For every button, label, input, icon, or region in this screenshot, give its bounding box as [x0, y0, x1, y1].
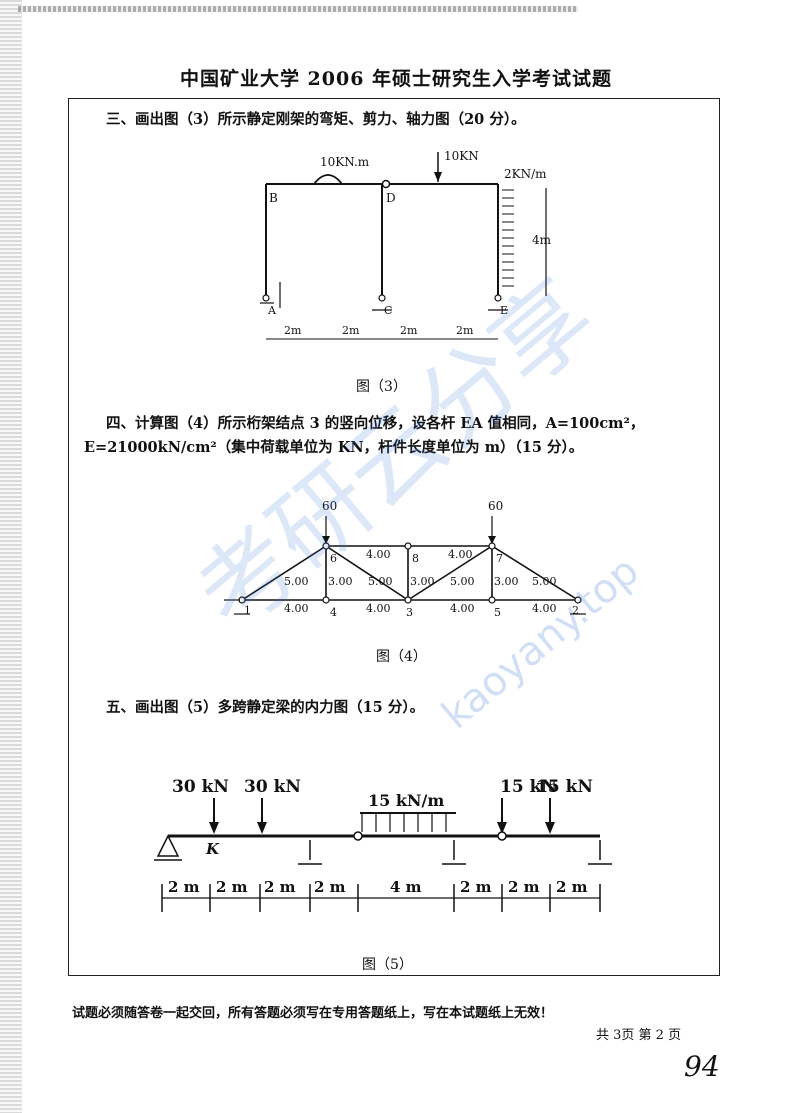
truss-node-6: 6: [330, 552, 337, 565]
load-15kn-1: 15 kN: [500, 777, 557, 797]
truss-node-5: 5: [494, 606, 501, 619]
point-load-label: 10KN: [444, 149, 479, 163]
q5-span-7: 2 m: [508, 878, 540, 896]
q5-span-8: 2 m: [556, 878, 588, 896]
scan-top-edge: [18, 6, 578, 12]
node-label-d: D: [386, 191, 396, 205]
figure-5-beam: 30 kN 30 kN K 15 kN/m 15 kN 15 kN 2 m 2 …: [154, 777, 612, 912]
moment-label: 10KN.m: [320, 155, 370, 169]
member-label: 4.00: [450, 602, 475, 615]
figure-3: 10KN.m 10KN 2KN/m 4m B D A C E 2m 2m 2m …: [260, 149, 552, 340]
question-frame: [68, 98, 720, 976]
truss-node-3: 3: [406, 606, 413, 619]
member-label: 5.00: [284, 575, 309, 588]
point-k: K: [205, 840, 220, 858]
q3-span-2: 2m: [342, 324, 360, 337]
load-15kn-2: 15 kN: [536, 777, 593, 797]
q5-span-2: 2 m: [216, 878, 248, 896]
q5-span-6: 2 m: [460, 878, 492, 896]
q3-span-4: 2m: [456, 324, 474, 337]
truss-node-8: 8: [412, 552, 419, 565]
hinge-d: [381, 179, 391, 189]
truss-node-7: 7: [496, 552, 503, 565]
q4-line-2: E=21000kN/cm²（集中荷载单位为 KN，杆件长度单位为 m）（15 分…: [84, 439, 584, 456]
member-label: 3.00: [410, 575, 435, 588]
dist-load-label: 2KN/m: [504, 167, 547, 181]
handwritten-page-number: 94: [684, 1050, 720, 1083]
moment-arrow: [313, 174, 343, 185]
scan-edge: [0, 0, 22, 1113]
truss-load-left: 60: [322, 499, 337, 513]
member-label: 5.00: [368, 575, 393, 588]
figure-4-truss: 60 60 4.00 4.00 5.00 3.00 5.00 3.00 5.00…: [224, 499, 586, 619]
member-label: 4.00: [448, 548, 473, 561]
figure-3-caption: 图（3）: [356, 379, 407, 395]
member-label: 4.00: [366, 548, 391, 561]
q5-span-3: 2 m: [264, 878, 296, 896]
member-label: 5.00: [450, 575, 475, 588]
member-label: 4.00: [532, 602, 557, 615]
q5-span-1: 2 m: [168, 878, 200, 896]
load-30kn-1: 30 kN: [172, 777, 229, 797]
q5-span-4: 2 m: [314, 878, 346, 896]
member-label: 4.00: [284, 602, 309, 615]
q4-line-1: 四、计算图（4）所示桁架结点 3 的竖向位移，设各杆 EA 值相同，A=100c…: [106, 415, 645, 432]
node-label-a: A: [267, 304, 277, 317]
dist-load-15kn-m: 15 kN/m: [368, 791, 444, 810]
node-label-e: E: [500, 304, 508, 317]
member-label: 5.00: [532, 575, 557, 588]
page-title: 中国矿业大学 2006 年硕士研究生入学考试试题: [179, 68, 613, 90]
member-label: 4.00: [366, 602, 391, 615]
q3-span-1: 2m: [284, 324, 302, 337]
truss-node-4: 4: [330, 606, 337, 619]
height-label: 4m: [532, 233, 552, 247]
figure-5-caption: 图（5）: [362, 957, 413, 973]
q5-text: 五、画出图（5）多跨静定梁的内力图（15 分）。: [106, 699, 425, 716]
node-label-c: C: [384, 304, 392, 317]
member-label: 3.00: [494, 575, 519, 588]
truss-node-1: 1: [244, 604, 251, 617]
q5-span-5: 4 m: [390, 878, 422, 896]
member-label: 3.00: [328, 575, 353, 588]
q3-span-3: 2m: [400, 324, 418, 337]
q3-text: 三、画出图（3）所示静定刚架的弯矩、剪力、轴力图（20 分）。: [106, 111, 526, 128]
truss-load-right: 60: [488, 499, 503, 513]
node-label-b: B: [269, 191, 278, 205]
page-count: 共 3页 第 2 页: [596, 1028, 682, 1043]
load-30kn-2: 30 kN: [244, 777, 301, 797]
footer-note: 试题必须随答卷一起交回，所有答题必须写在专用答题纸上，写在本试题纸上无效！: [72, 1006, 554, 1021]
figure-4-caption: 图（4）: [376, 649, 427, 665]
truss-node-2: 2: [572, 604, 579, 617]
